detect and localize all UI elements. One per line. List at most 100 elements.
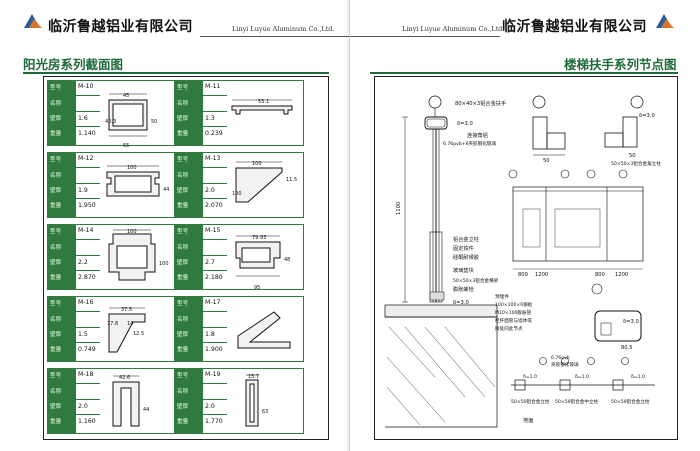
wall-thickness-value: 1.5	[78, 331, 88, 338]
field-label-name: 名称	[177, 317, 189, 323]
label-anchor-5: 接处同此节点	[495, 325, 523, 332]
profile-code: M-15	[205, 227, 221, 234]
field-label-wall: 壁厚	[50, 404, 62, 410]
dimension-label: 100	[127, 165, 137, 171]
field-label-wall: 壁厚	[177, 188, 189, 194]
field-label-name: 名称	[177, 101, 189, 107]
bottom-title: 6.76pvb	[551, 355, 570, 361]
dimension-label: 53.1	[258, 99, 269, 105]
post-label-b: 50×50铝合金中立柱	[555, 398, 599, 405]
field-divider	[76, 327, 100, 328]
field-label-weight: 重量	[50, 419, 62, 425]
profile-section-drawing	[237, 311, 291, 349]
weight-value: 0.239	[205, 130, 223, 137]
dimension-label: 79.93	[252, 235, 266, 241]
label-glass-block: 玻璃垫块	[453, 266, 475, 274]
weight-value: 1.950	[78, 202, 96, 209]
profile-code: M-12	[78, 155, 94, 162]
label-handrail: 80×40×3铝合金扶手	[455, 99, 506, 107]
handrail-node-drawing: 1100 80×40×3铝合金扶手 δ=3.0 连接角铝 6.76pvb+6夹胶…	[384, 95, 661, 428]
field-label-weight: 重量	[50, 203, 62, 209]
field-label-name: 名称	[50, 245, 62, 251]
field-label-wall: 壁厚	[50, 188, 62, 194]
label-sealant: 硅酮耐候胶	[453, 253, 479, 261]
ground-label: 地面	[523, 416, 533, 424]
field-label-weight: 重量	[50, 275, 62, 281]
dimension-label: 44	[163, 187, 169, 193]
card-label-column	[48, 297, 76, 361]
field-label-model: 型号	[177, 85, 189, 91]
field-label-wall: 壁厚	[177, 404, 189, 410]
bottom-delta-a: δ=1.0	[523, 374, 537, 380]
field-label-name: 名称	[177, 245, 189, 251]
field-label-model: 型号	[50, 85, 62, 91]
label-thickness: δ=3.0	[457, 121, 473, 127]
label-post: 铝合金立柱	[453, 235, 479, 243]
field-label-wall: 壁厚	[177, 260, 189, 266]
dimension-label: 63	[262, 409, 268, 415]
wall-thickness-value: 1.9	[78, 187, 88, 194]
elevation-view: 800 1200 800 1200	[508, 169, 644, 278]
company-name-cn: 临沂鲁越铝业有限公司	[48, 19, 193, 35]
company-logo-icon	[24, 14, 42, 28]
elev-dim-3: 800	[595, 272, 605, 278]
weight-value: 1.160	[78, 418, 96, 425]
wall-thickness-value: 1.8	[205, 331, 215, 338]
field-label-name: 名称	[50, 317, 62, 323]
profile-code: M-18	[78, 371, 94, 378]
dimension-label: 44	[143, 407, 149, 413]
field-label-model: 型号	[50, 157, 62, 163]
company-name-cn: 临沂鲁越铝业有限公司	[502, 19, 647, 35]
dim-50-a: 50	[543, 158, 550, 164]
header-rule	[350, 36, 500, 37]
handrail-drawing-frame: 1100 80×40×3铝合金扶手 δ=3.0 连接角铝 6.76pvb+6夹胶…	[374, 76, 678, 440]
label-anchor-2: 100×100×6钢板	[495, 301, 533, 308]
field-divider	[203, 255, 227, 256]
field-divider	[203, 183, 227, 184]
page-shadow	[344, 0, 350, 451]
wall-thickness-value: 2.2	[78, 259, 88, 266]
weight-value: 1.770	[205, 418, 223, 425]
field-divider	[203, 311, 227, 312]
weight-value: 2.180	[205, 274, 223, 281]
field-label-wall: 壁厚	[50, 332, 62, 338]
field-divider	[76, 167, 100, 168]
field-label-weight: 重量	[177, 419, 189, 425]
field-divider	[76, 399, 100, 400]
field-label-model: 型号	[50, 301, 62, 307]
card-label-column	[175, 225, 203, 289]
field-divider	[203, 414, 227, 415]
bottom-subtitle: 夹胶钢化玻璃	[551, 361, 579, 368]
wall-thickness-value: 2.0	[205, 403, 215, 410]
post-label-c: 50×50铝合金立柱	[611, 398, 650, 405]
bottom-delta-b: δ=1.0	[575, 374, 589, 380]
field-label-model: 型号	[50, 373, 62, 379]
field-label-wall: 壁厚	[177, 332, 189, 338]
weight-value: 0.749	[78, 346, 96, 353]
right-header: Linyi Luyue Aluminum Co.,Ltd. 临沂鲁越铝业有限公司	[350, 8, 700, 44]
field-label-model: 型号	[50, 229, 62, 235]
card-label-column	[48, 81, 76, 145]
field-label-weight: 重量	[50, 347, 62, 353]
field-divider	[203, 111, 227, 112]
card-label-column	[175, 153, 203, 217]
profile-section-drawing: 53.1	[231, 99, 293, 115]
card-label-column	[48, 369, 76, 433]
handrail-dim: 80.5	[621, 345, 633, 351]
field-label-name: 名称	[177, 173, 189, 179]
title-rule	[23, 72, 329, 74]
field-label-name: 名称	[50, 101, 62, 107]
profile-code: M-10	[78, 83, 94, 90]
field-label-model: 型号	[177, 157, 189, 163]
field-label-wall: 壁厚	[177, 116, 189, 122]
card-label-column	[175, 81, 203, 145]
bottom-plan: 6.76pvb 夹胶钢化玻璃 δ=1.0 δ=1.0 δ=1.0 50×50铝合…	[511, 355, 655, 424]
main-section: 1100 80×40×3铝合金扶手 δ=3.0 连接角铝 6.76pvb+6夹胶…	[384, 95, 533, 428]
